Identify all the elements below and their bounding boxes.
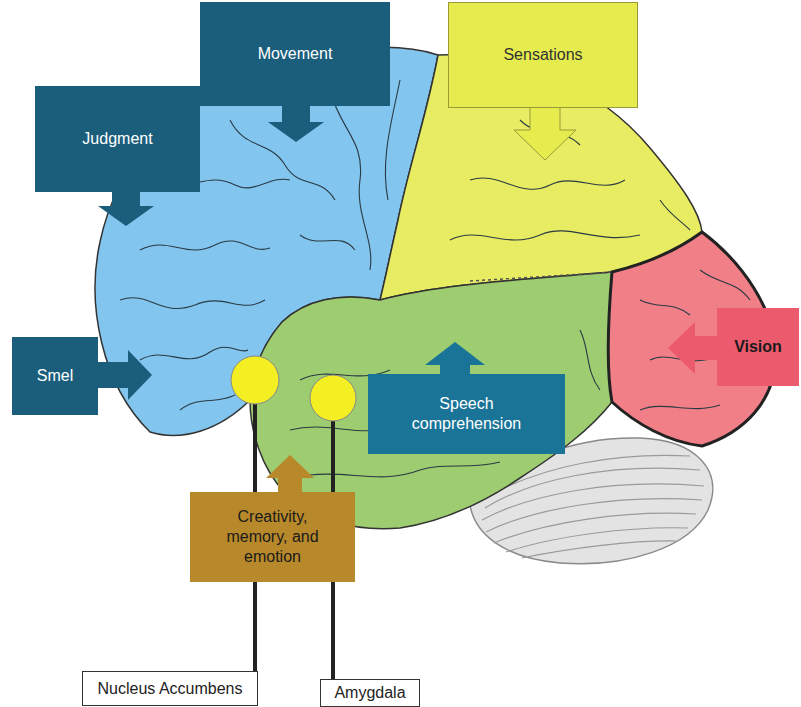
callout-arrow — [98, 190, 154, 226]
callout-arrow — [668, 322, 720, 374]
label-text: Smel — [37, 366, 73, 386]
callout-arrow — [425, 342, 485, 376]
label-box: Smel — [12, 337, 98, 415]
location-pin — [310, 375, 356, 421]
label-text: Amygdala — [334, 683, 405, 703]
label-box: Speech comprehension — [368, 374, 565, 454]
label-text: Nucleus Accumbens — [98, 679, 243, 699]
label-box: Sensations — [448, 2, 638, 108]
label-box: Vision — [717, 308, 799, 386]
label-box: Movement — [200, 2, 390, 106]
label-box: Amygdala — [320, 679, 420, 707]
temporal-lobe — [250, 272, 612, 529]
label-box: Nucleus Accumbens — [82, 671, 258, 706]
gyri-lines — [120, 80, 765, 477]
location-pin — [231, 356, 279, 404]
label-text: Judgment — [82, 129, 152, 149]
label-box: Creativity, memory, and emotion — [190, 492, 355, 582]
label-text: Speech comprehension — [402, 394, 532, 434]
label-text: Vision — [734, 337, 782, 357]
label-box: Judgment — [35, 86, 200, 192]
label-text: Creativity, memory, and emotion — [213, 507, 333, 567]
callout-arrow — [96, 350, 152, 400]
lobe-border — [470, 272, 612, 281]
label-text: Sensations — [503, 45, 582, 65]
callout-arrow — [514, 106, 576, 160]
label-text: Movement — [258, 44, 333, 64]
callout-arrow — [268, 104, 324, 142]
callout-arrow — [266, 455, 314, 494]
